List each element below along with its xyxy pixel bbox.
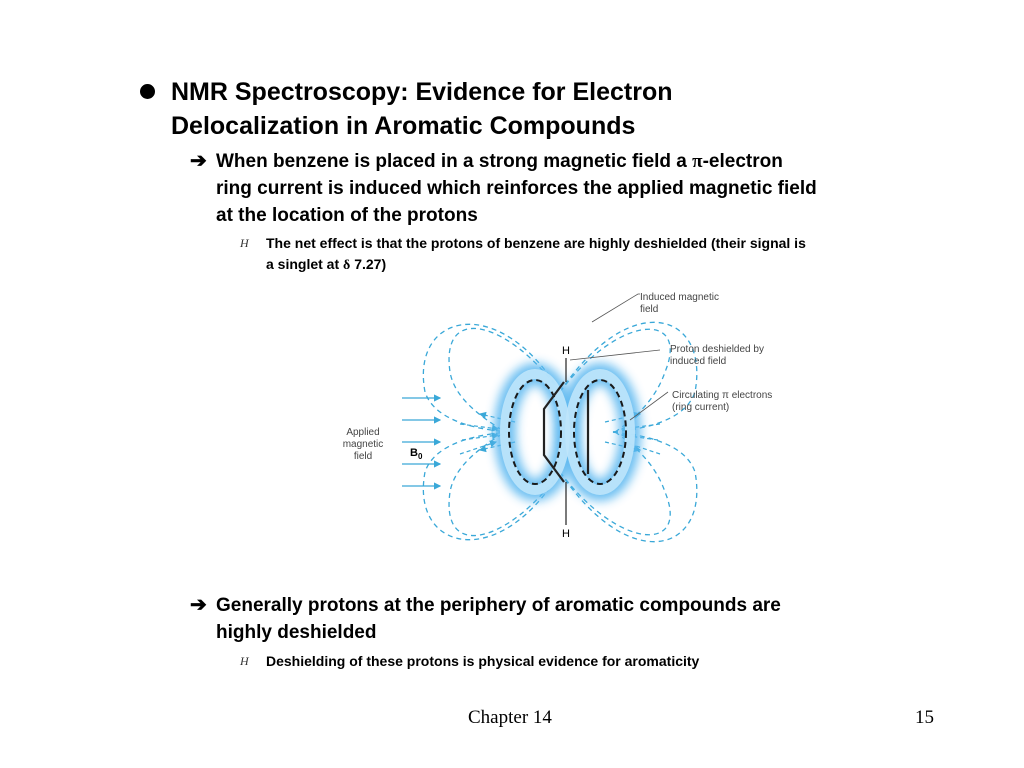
sub-sub-line-1: The net effect is that the protons of be… bbox=[266, 235, 806, 251]
callout-lines bbox=[569, 293, 669, 421]
sub-sub-2-line-1: Deshielding of these protons is physical… bbox=[266, 653, 700, 669]
sub-bullet-line-3: at the location of the protons bbox=[216, 205, 478, 226]
induced-field-label-2: field bbox=[640, 304, 658, 315]
applied-label-3: field bbox=[354, 451, 372, 462]
sub-sub-bullet-text-2: Deshielding of these protons is physical… bbox=[266, 651, 966, 672]
circulating-electrons-label-2: (ring current) bbox=[672, 402, 729, 413]
sub-sub-line-2: a singlet at δ 7.27) bbox=[266, 256, 387, 273]
footer-page-number: 15 bbox=[915, 707, 934, 728]
sub-bullet-line-2: ring current is induced which reinforces… bbox=[216, 178, 817, 199]
applied-label-2: magnetic bbox=[343, 439, 384, 450]
ring-current-diagram: H H Applied magnetic field B0 Induced ma… bbox=[343, 292, 772, 543]
applied-label-1: Applied bbox=[346, 427, 379, 438]
pi-electron-rings bbox=[508, 379, 627, 485]
proton-deshielded-label-2: induced field bbox=[670, 356, 726, 367]
hydrogen-bullet-icon: H bbox=[240, 654, 249, 668]
sub-bullet-2-line-2: highly deshielded bbox=[216, 622, 377, 643]
induced-field-label-1: Induced magnetic bbox=[640, 292, 719, 303]
right-arrow-icon: ➔ bbox=[190, 594, 207, 616]
h-top-label: H bbox=[562, 345, 570, 357]
sub-sub-bullet-text: The net effect is that the protons of be… bbox=[266, 233, 966, 276]
proton-deshielded-label-1: Proton deshielded by bbox=[670, 344, 764, 355]
heading-line-2: Delocalization in Aromatic Compounds bbox=[171, 112, 636, 140]
bullet-dot-icon bbox=[140, 84, 155, 99]
heading-line-1: NMR Spectroscopy: Evidence for Electron bbox=[171, 78, 673, 106]
circulating-electrons-label-1: Circulating π electrons bbox=[672, 390, 772, 401]
sub-bullet-line-1: When benzene is placed in a strong magne… bbox=[216, 151, 783, 172]
right-arrow-icon: ➔ bbox=[190, 150, 207, 172]
sub-bullet-2-line-1: Generally protons at the periphery of ar… bbox=[216, 595, 781, 616]
applied-field-arrows bbox=[402, 394, 442, 490]
ring-current-glow bbox=[494, 363, 641, 501]
sub-bullet-text-2: Generally protons at the periphery of ar… bbox=[216, 592, 956, 646]
h-bottom-label: H bbox=[562, 528, 570, 540]
sub-bullet-text: When benzene is placed in a strong magne… bbox=[216, 148, 956, 229]
footer-chapter: Chapter 14 bbox=[468, 707, 552, 728]
bullet-heading: NMR Spectroscopy: Evidence for Electron … bbox=[171, 75, 811, 143]
benzene-molecule bbox=[542, 358, 590, 525]
hydrogen-bullet-icon: H bbox=[240, 236, 249, 250]
b0-label: B0 bbox=[410, 447, 423, 461]
